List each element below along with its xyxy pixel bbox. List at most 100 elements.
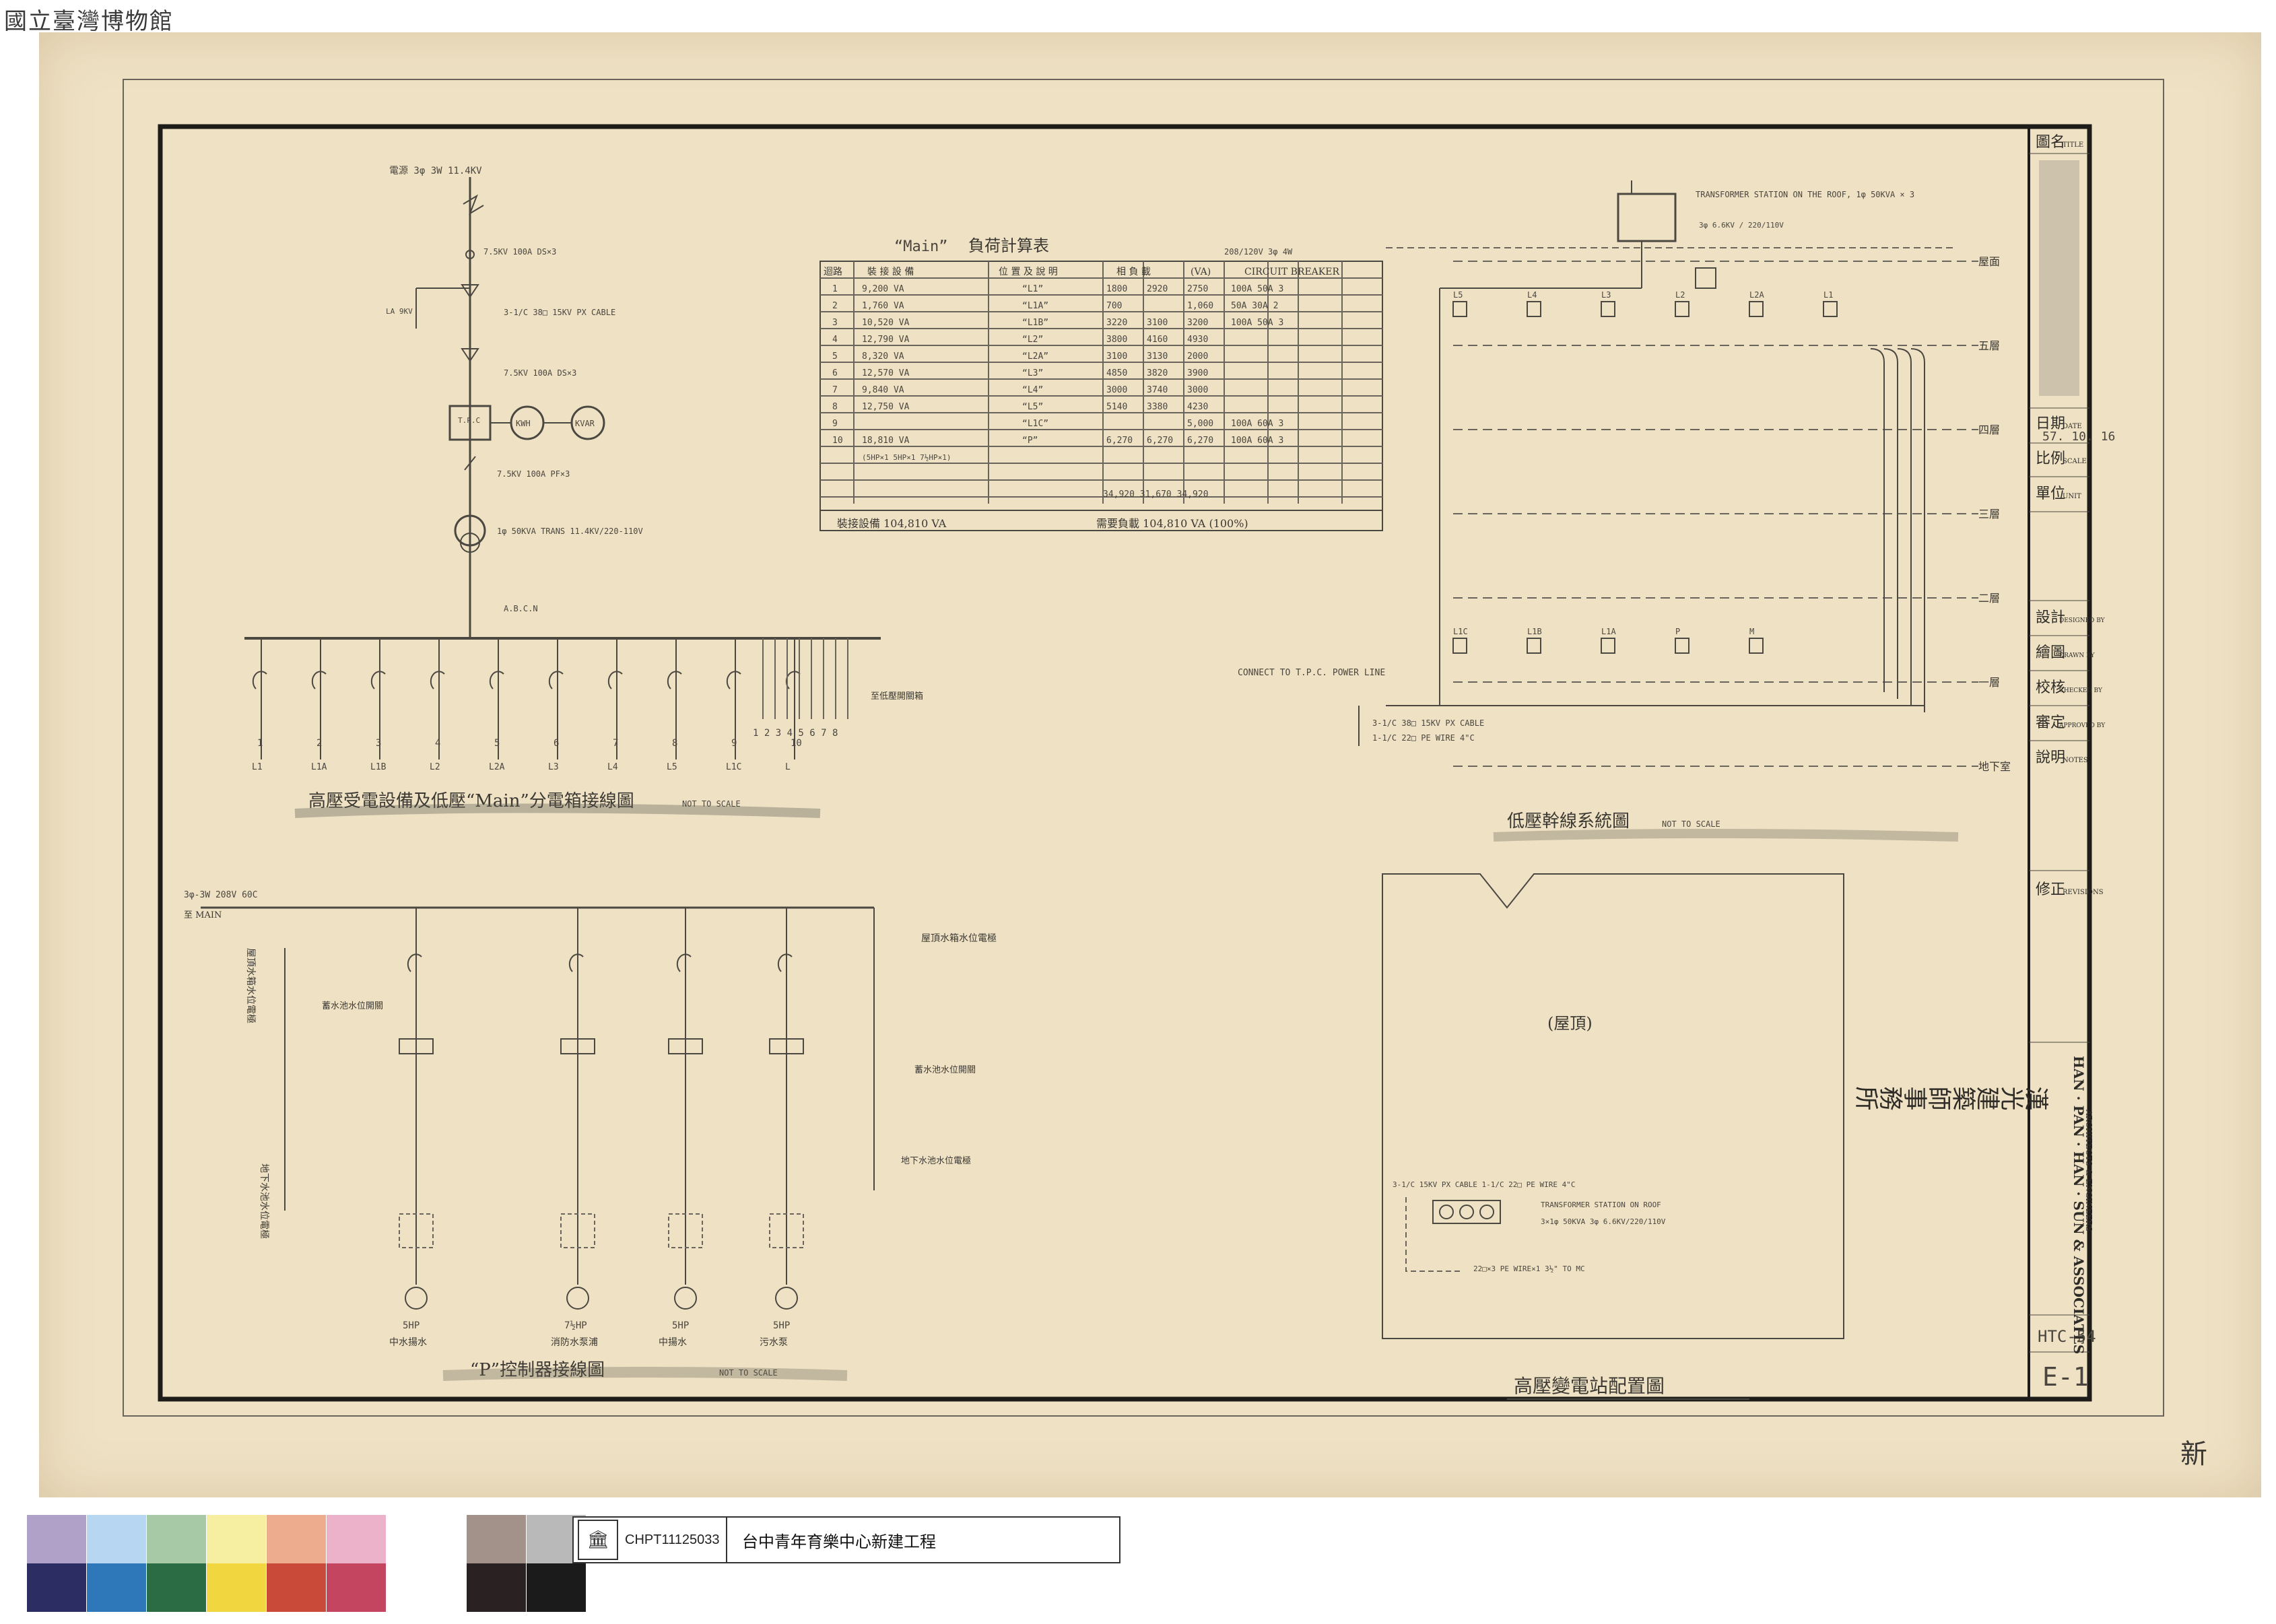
row-phase-b: 6,270 <box>1147 436 1173 446</box>
feeder-label: L4 <box>607 762 618 772</box>
feeder-label: L5 <box>667 762 677 772</box>
roof-station-sub: 3×1φ 50KVA 3φ 6.6KV/220/110V <box>1541 1217 1666 1226</box>
feeder-label: L1 <box>252 762 263 772</box>
row-phase-c: 3200 <box>1187 318 1208 328</box>
feeder-label: L3 <box>548 762 559 772</box>
row-load: 18,810 VA <box>862 436 910 446</box>
breaker-symbol <box>311 671 327 689</box>
panel-label: L2 <box>1675 290 1685 300</box>
color-swatch <box>407 1515 466 1563</box>
drawing-code: HTC-54 <box>2038 1327 2096 1346</box>
row10-note: (5HP×1 5HP×1 7½HP×1) <box>862 453 951 462</box>
panel-box <box>1675 301 1689 317</box>
load-schedule-table: “Main” 負荷計算表 208/120V 3φ 4W 迴路裝 接 設 備位 置… <box>819 236 1383 531</box>
color-swatch <box>147 1515 206 1563</box>
roof-transformer-station <box>1617 193 1677 242</box>
table-header: (VA) <box>1191 267 1211 277</box>
museum-building-icon: 🏛 <box>578 1520 618 1560</box>
color-swatch <box>527 1563 586 1612</box>
row-desc: “L2” <box>1022 335 1043 345</box>
table-header: 迴路 <box>824 267 842 277</box>
color-calibration-strip <box>27 1515 1131 1616</box>
floor-label: 地下室 <box>1978 760 2011 773</box>
small-breaker-numbers: 1 2 3 4 5 6 7 8 <box>753 728 838 739</box>
motor-symbol <box>405 1287 428 1310</box>
panel-label: M <box>1749 627 1754 636</box>
row-no: 9 <box>832 419 838 429</box>
drawn-label: 繪圖 <box>2036 644 2065 661</box>
row-load: 1,760 VA <box>862 301 904 311</box>
breaker-symbol <box>667 671 682 689</box>
scale-label: 比例 <box>2036 450 2065 467</box>
cable-label: 3-1/C 38□ 15KV PX CABLE <box>504 308 615 317</box>
motor-hp: 5HP <box>672 1320 689 1331</box>
approved-label-en: APPROVED BY <box>2059 722 2106 729</box>
table-title: 負荷計算表 <box>968 236 1049 255</box>
scale-label-en: SCALE <box>2063 458 2087 465</box>
approved-label: 審定 <box>2036 714 2065 731</box>
row-no: 8 <box>832 402 838 412</box>
roof-cable-label: 3-1/C 15KV PX CABLE 1-1/C 22□ PE WIRE 4"… <box>1393 1180 1576 1189</box>
row-phase-b: 2920 <box>1147 284 1168 294</box>
row-phase-b: 4160 <box>1147 335 1168 345</box>
tpc-connect-label: CONNECT TO T.P.C. POWER LINE <box>1238 668 1385 678</box>
date-value: 57. 10. 16 <box>2042 430 2115 444</box>
firm-name-cn: 漢光建築師事務所 <box>1855 1083 2049 1110</box>
panel-label: L1A <box>1601 627 1616 636</box>
motor-hp: 7½HP <box>564 1320 587 1331</box>
roof-station-label: TRANSFORMER STATION ON THE ROOF, 1φ 50KV… <box>1696 190 1914 199</box>
panel-box <box>1527 638 1541 654</box>
transformer-symbol <box>454 514 486 547</box>
table-header: CIRCUIT BREAKER <box>1244 267 1339 277</box>
feeder-label: L2A <box>489 762 505 772</box>
revisions-label-en: REVISIONS <box>2063 889 2104 896</box>
firm-name-en-sub: ARCHITECTS & ENGINEERS <box>2084 1109 2094 1231</box>
pump-control-diagram: 3φ-3W 208V 60C 至 MAIN 屋頂水箱水位電極 屋頂水箱水位電極 … <box>184 890 997 1381</box>
date-label: 日期 <box>2036 415 2065 432</box>
pump-left-vertical-note: 地下水池水位電極 <box>259 1163 269 1239</box>
row-desc: “P” <box>1022 436 1038 446</box>
panel-box <box>1749 301 1764 317</box>
riser-cable-b: 1-1/C 22□ PE WIRE 4"C <box>1372 733 1475 743</box>
breaker-number: 9 <box>731 738 737 749</box>
breaker-symbol <box>726 671 741 689</box>
motor-hp: 5HP <box>403 1320 420 1331</box>
breaker-number: 4 <box>435 738 440 749</box>
row-phase-c: 2000 <box>1187 351 1208 362</box>
motor-symbol <box>775 1287 798 1310</box>
pump-bottom-note: 地下水池水位電極 <box>901 1155 971 1166</box>
floor-label: 三層 <box>1978 508 2000 520</box>
row-desc: “L1A” <box>1022 301 1048 311</box>
pump-float-right: 蓄水池水位開關 <box>914 1065 976 1075</box>
motor-name: 污水泵 <box>760 1337 788 1348</box>
table-title-main: “Main” <box>894 238 947 255</box>
row-no: 3 <box>832 318 838 328</box>
single-line-diagram: 電源 3φ 3W 11.4KV 7.5KV 100A DS×3 LA 9KV 3… <box>244 166 923 818</box>
row-phase-a: 1800 <box>1106 284 1127 294</box>
firm-name-en: HAN · PAN · HAN · SUN & ASSOCIATES <box>2071 1056 2087 1354</box>
breaker-number: 1 <box>257 738 263 749</box>
breaker-symbol <box>252 671 267 689</box>
table-header: 位 置 及 說 明 <box>999 266 1058 277</box>
breaker-symbol <box>370 671 386 689</box>
ds-label: 7.5KV 100A DS×3 <box>504 368 576 378</box>
row-no: 1 <box>832 284 838 294</box>
color-swatch <box>267 1515 326 1563</box>
row-load: 10,520 VA <box>862 318 910 328</box>
row-phase-b: 3100 <box>1147 318 1168 328</box>
row-breaker: 50A 30A 2 <box>1231 301 1278 311</box>
panel-label: L1C <box>1453 627 1468 636</box>
breaker-symbol <box>548 671 564 689</box>
drawn-label-en: DRAWN BY <box>2059 652 2096 659</box>
row-load: 12,750 VA <box>862 402 910 412</box>
kvar-label: KVAR <box>575 419 595 428</box>
panel-label: L1B <box>1527 627 1542 636</box>
panel-label: L5 <box>1453 290 1463 300</box>
checked-label: 校核 <box>2036 679 2065 696</box>
row-phase-c: 4230 <box>1187 402 1208 412</box>
roof-station-voltage: 3φ 6.6KV / 220/110V <box>1699 221 1784 230</box>
